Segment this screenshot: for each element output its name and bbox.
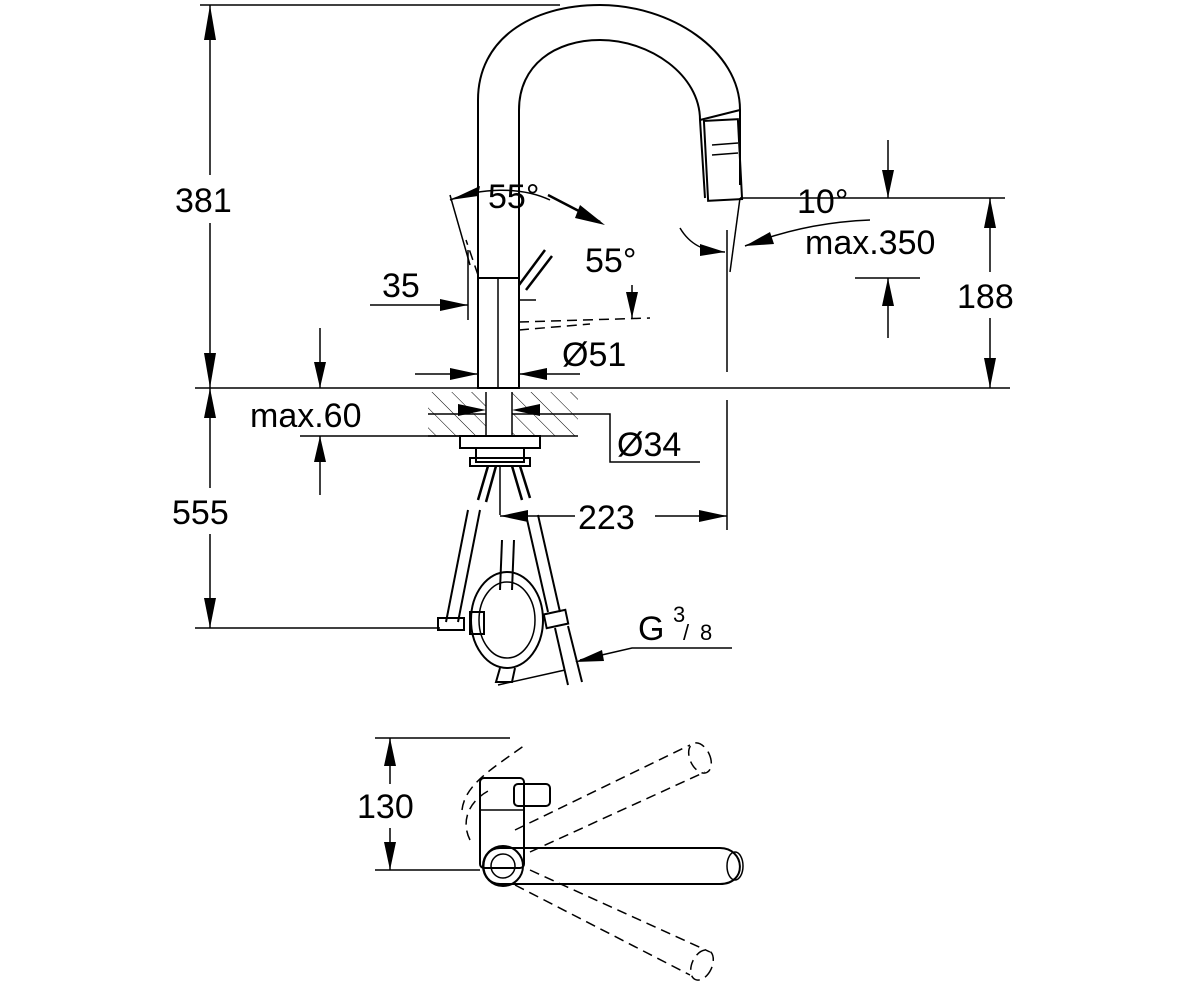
dimension-spout-height	[955, 198, 1030, 388]
top-view-lever	[513, 783, 551, 807]
dimension-thread	[497, 647, 732, 686]
label-130: 130	[357, 788, 414, 826]
label-max-60: max.60	[250, 397, 362, 435]
dimension-body-diameter	[415, 368, 580, 380]
label-angle-right: 55°	[585, 242, 636, 280]
label-555: 555	[172, 494, 229, 532]
dimension-below-deck	[168, 388, 440, 629]
label-diameter-34: Ø34	[617, 426, 681, 464]
label-thread-denominator: 8	[700, 620, 712, 645]
deck-slab	[428, 392, 578, 437]
dimension-height-381	[168, 4, 560, 388]
dimension-hole-diameter	[578, 413, 700, 463]
label-angle-left: 55°	[488, 178, 539, 216]
mounting-assembly	[459, 435, 541, 515]
supply-hoses	[437, 509, 583, 686]
label-35: 35	[382, 267, 420, 305]
label-diameter-51: Ø51	[562, 336, 626, 374]
label-188: 188	[957, 278, 1014, 316]
dimension-reach	[500, 230, 728, 530]
label-thread-slash: /	[683, 620, 690, 645]
label-thread-g: G	[638, 610, 664, 648]
dimension-lever-offset	[370, 250, 469, 320]
spray-head	[702, 118, 744, 202]
label-223: 223	[578, 499, 635, 537]
label-thread-numerator: 3	[673, 602, 685, 627]
label-381: 381	[175, 182, 232, 220]
faucet-spout	[477, 3, 744, 278]
label-max-350: max.350	[805, 224, 935, 262]
dimension-spray-angle	[679, 140, 1005, 338]
hose-weight	[469, 571, 544, 683]
faucet-lever	[465, 239, 651, 331]
label-angle-10: 10°	[797, 183, 848, 221]
top-view	[355, 737, 744, 981]
dimension-deck-thickness	[300, 328, 486, 495]
hose-nut-right	[542, 608, 570, 630]
top-view-body	[479, 777, 525, 869]
dimension-lever-angle	[449, 186, 605, 266]
hose-nut-left	[437, 617, 465, 631]
